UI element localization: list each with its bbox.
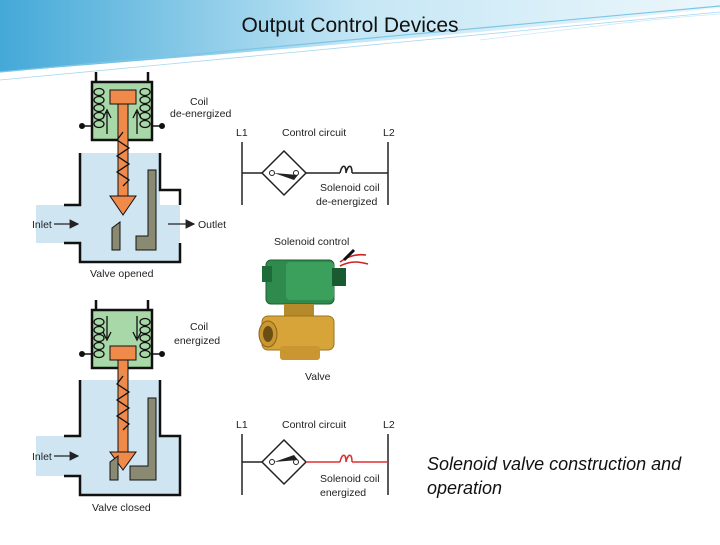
- valve-opened-diagram: Coil de-energized Inlet Outlet Valve ope…: [32, 72, 231, 280]
- valve-opened-label: Valve opened: [90, 268, 154, 280]
- top-l1-label: L1: [236, 127, 248, 139]
- top-solenoid-label-2: de-energized: [316, 196, 377, 208]
- float-switch-symbol: [260, 149, 308, 197]
- float-switch-symbol-closed: [260, 438, 308, 486]
- coil-windings-right-energized: [139, 317, 151, 359]
- top-inlet-label: Inlet: [32, 219, 52, 231]
- bottom-circuit-title: Control circuit: [282, 419, 346, 431]
- bottom-inlet-label: Inlet: [32, 451, 52, 463]
- bottom-solenoid-label-2: energized: [320, 487, 366, 499]
- coil-windings-left-energized: [93, 317, 105, 359]
- bottom-coil-label-1: Coil: [190, 321, 208, 333]
- solenoid-coil-symbol: [339, 165, 353, 174]
- coil-windings-left: [93, 87, 105, 129]
- top-l2-label: L2: [383, 127, 395, 139]
- header-swoosh: [0, 0, 720, 81]
- top-solenoid-label-1: Solenoid coil: [320, 182, 380, 194]
- bottom-l2-label: L2: [383, 419, 395, 431]
- solenoid-valve-photo: Solenoid control Valve: [258, 236, 369, 383]
- top-outlet-label: Outlet: [198, 219, 226, 231]
- solenoid-control-label: Solenoid control: [274, 236, 349, 248]
- control-circuit-de-energized: L1 Control circuit L2 Solenoid coil de-e…: [236, 127, 395, 208]
- valve-closed-label: Valve closed: [92, 502, 151, 514]
- slide-title: Output Control Devices: [241, 14, 459, 37]
- valve-photo-label: Valve: [305, 371, 331, 383]
- top-coil-label-1: Coil: [190, 96, 208, 108]
- bottom-l1-label: L1: [236, 419, 248, 431]
- slide-caption: Solenoid valve construction and operatio…: [427, 454, 682, 498]
- bottom-coil-label-2: energized: [174, 335, 220, 347]
- bottom-solenoid-label-1: Solenoid coil: [320, 473, 380, 485]
- coil-windings-right: [139, 87, 151, 129]
- top-circuit-title: Control circuit: [282, 127, 346, 139]
- control-circuit-energized: L1 Control circuit L2 Solenoid coil ener…: [236, 419, 395, 499]
- valve-closed-diagram: Coil energized Inlet Valve closed: [32, 300, 220, 514]
- top-coil-label-2: de-energized: [170, 108, 231, 120]
- solenoid-coil-symbol-energized: [339, 454, 353, 463]
